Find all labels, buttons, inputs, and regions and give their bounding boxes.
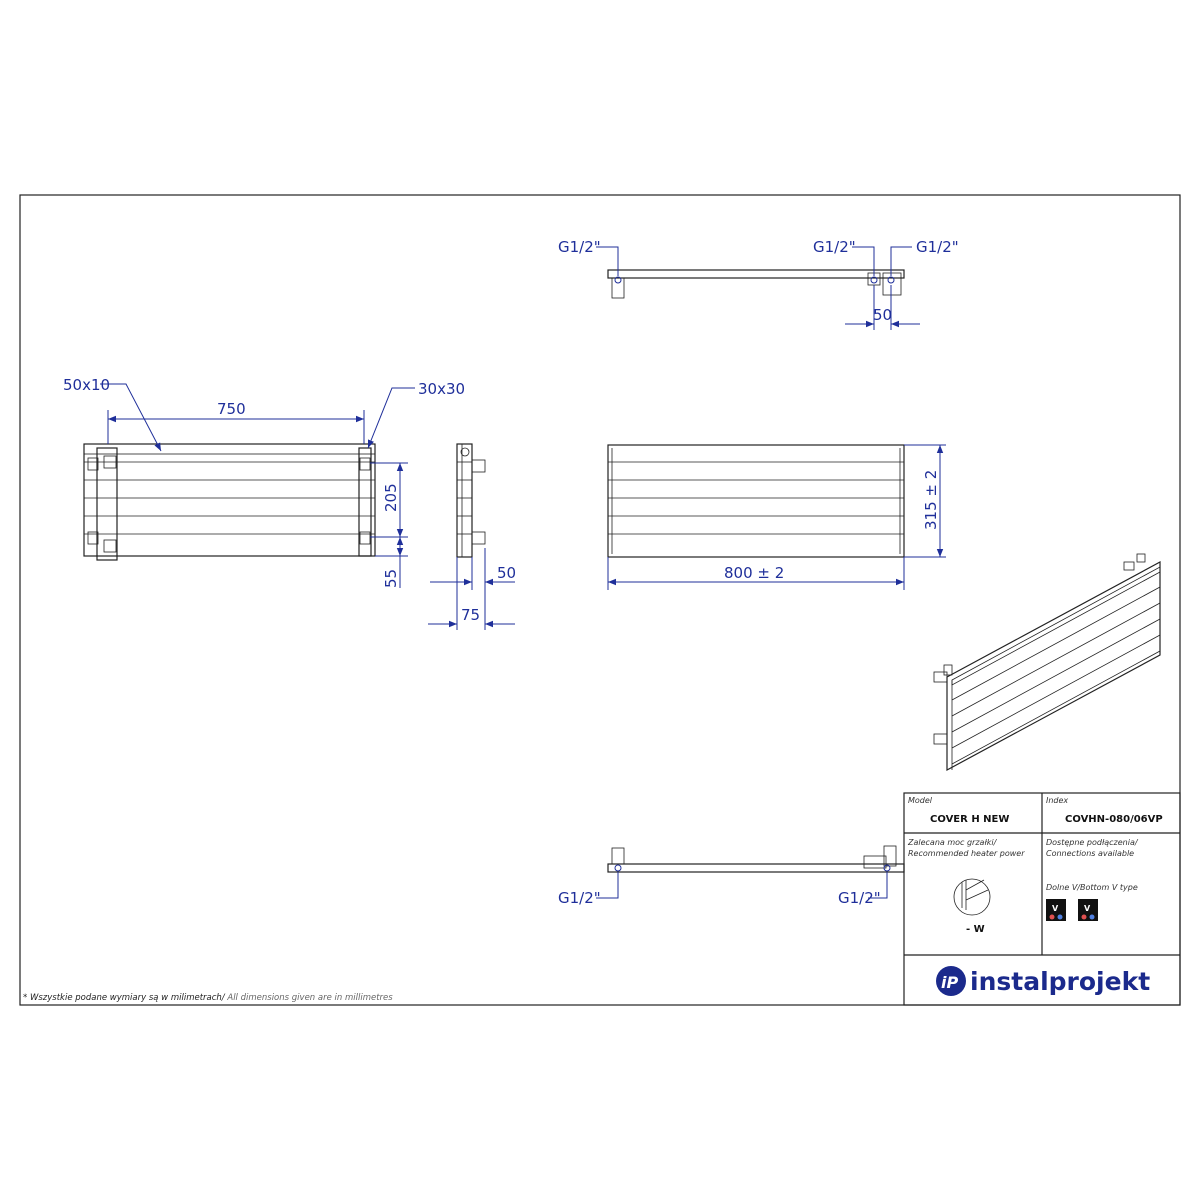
badge-letter-2: V [1084,904,1091,913]
title-block [903,792,1181,1006]
front-view [83,383,415,588]
bottom-label-left: G1/2" [558,889,601,907]
isometric-view [933,553,1161,772]
front-height-dimension: 205 [382,483,400,512]
heater-caption-en: Recommended heater power [908,849,1025,858]
logo-mark: iP [941,973,958,992]
side-view [428,443,515,630]
top-label-middle: G1/2" [813,238,856,256]
heater-caption-pl: Zalecana moc grzałki/ [907,838,998,847]
index-value: COVHN-080/06VP [1065,814,1163,825]
sheet-border [19,194,1181,1006]
front-bottom-dimension: 55 [382,569,400,588]
logo-text: instalprojekt [970,967,1150,996]
square-bar-label: 30x30 [418,380,465,398]
top-spacing-dimension: 50 [873,306,892,324]
connections-caption-en: Connections available [1046,849,1134,858]
overall-height-dimension: 315 ± 2 [922,470,940,530]
model-value: COVER H NEW [930,814,1009,825]
overall-width-dimension: 800 ± 2 [724,564,784,582]
top-label-left: G1/2" [558,238,601,256]
front-width-dimension: 750 [217,400,246,418]
connection-type: Dolne V/Bottom V type [1046,883,1138,892]
side-depth-total-dimension: 75 [461,606,480,624]
top-view [596,246,920,330]
top-label-right: G1/2" [916,238,959,256]
heater-value: - W [966,924,985,935]
side-depth-small-dimension: 50 [497,564,516,582]
index-caption: Index [1046,796,1068,805]
badge-letter-1: V [1052,904,1059,913]
footnote: * Wszystkie podane wymiary są w milimetr… [23,993,393,1003]
model-caption: Model [908,796,933,805]
front-face-view [607,444,946,590]
flat-bar-label: 50x10 [63,376,110,394]
company-logo: iP [936,966,966,996]
bottom-label-right: G1/2" [838,889,881,907]
connections-caption-pl: Dostępne podłączenia/ [1046,838,1139,847]
